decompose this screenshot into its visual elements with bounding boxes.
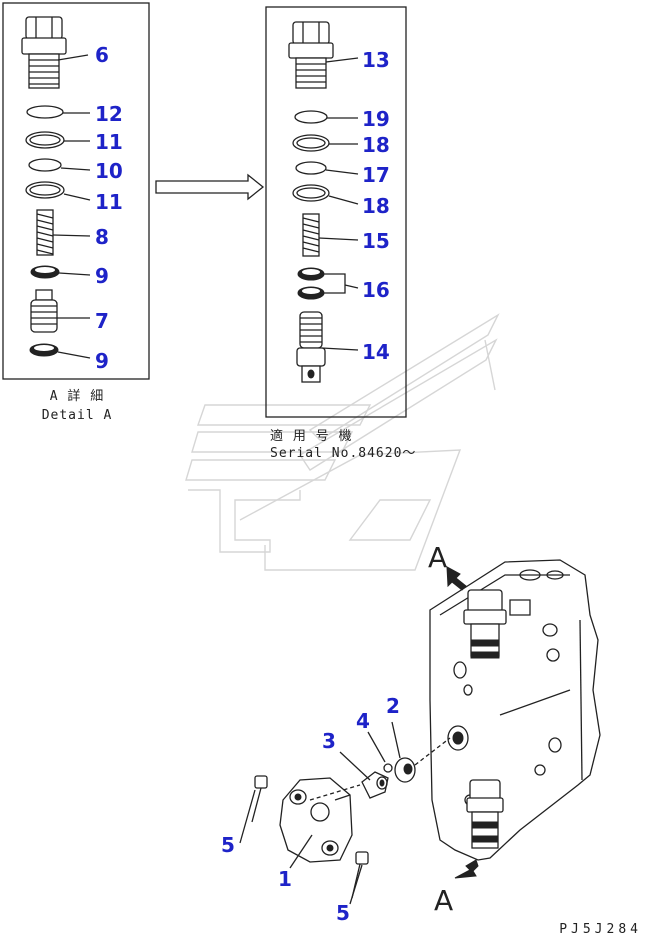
serial-detail-box: 13 19 18 17 18 15 16 14 [265, 6, 407, 418]
serial-caption-jp: 適 用 号 機 [270, 428, 352, 444]
o-ring-17 [295, 161, 327, 175]
view-mark-a-top: A [428, 541, 447, 574]
callout-14: 14 [362, 340, 390, 364]
seat-9 [30, 265, 91, 279]
detail-a-box: 6 12 11 10 11 8 9 7 9 [2, 2, 150, 380]
callout-9: 9 [95, 264, 109, 288]
serial-caption-en: Serial No.84620～ [270, 446, 416, 461]
bolt-5-lower [351, 851, 369, 899]
callout-11b: 11 [95, 190, 123, 214]
callout-15: 15 [362, 229, 390, 253]
callout-6: 6 [95, 43, 109, 67]
callout-16: 16 [362, 278, 390, 302]
callout-13: 13 [362, 48, 390, 72]
view-arrow-top [446, 566, 467, 591]
callout-5b: 5 [336, 901, 350, 925]
drawing-code: PJ5J284 [559, 922, 642, 937]
callout-4: 4 [356, 709, 370, 733]
callout-2: 2 [386, 694, 400, 718]
callout-10: 10 [95, 159, 123, 183]
callout-11: 11 [95, 130, 123, 154]
callout-18: 18 [362, 133, 390, 157]
callout-17: 17 [362, 163, 390, 187]
plug-6 [21, 16, 89, 89]
callout-9b: 9 [95, 349, 109, 373]
bolt-5-upper [251, 775, 268, 823]
callout-19: 19 [362, 107, 390, 131]
detail-a-caption-jp: A 詳 細 [50, 388, 104, 404]
backup-ring-11 [25, 131, 65, 149]
callout-18b: 18 [362, 194, 390, 218]
cover-1 [279, 777, 353, 863]
callout-12: 12 [95, 102, 123, 126]
o-ring-12 [26, 105, 64, 119]
callout-1: 1 [278, 867, 292, 891]
view-arrow-bottom [454, 859, 479, 879]
plug-lower [466, 779, 504, 849]
o-ring-19 [294, 110, 328, 124]
plug-13 [288, 21, 359, 89]
backup-ring-18b [292, 184, 330, 202]
callout-3: 3 [322, 729, 336, 753]
callout-5: 5 [221, 833, 235, 857]
plug-upper [463, 589, 507, 659]
o-ring-4 [383, 763, 393, 773]
seat-16 [297, 267, 359, 300]
spool-14 [296, 311, 359, 383]
callout-8: 8 [95, 225, 109, 249]
backup-ring-18 [292, 134, 330, 152]
arrow-icon [155, 173, 265, 201]
spring-8 [36, 209, 91, 256]
backup-ring-11b [25, 181, 65, 199]
detail-a-caption-en: Detail A [42, 408, 113, 423]
watermark-logo [185, 313, 500, 571]
valve-body [429, 559, 601, 861]
spool-7 [30, 289, 90, 333]
ring-2 [394, 757, 416, 783]
view-mark-a-bottom: A [434, 884, 453, 917]
seat-9b [29, 343, 91, 359]
callout-7: 7 [95, 309, 109, 333]
o-ring-10 [28, 158, 62, 172]
spring-15 [302, 213, 359, 257]
